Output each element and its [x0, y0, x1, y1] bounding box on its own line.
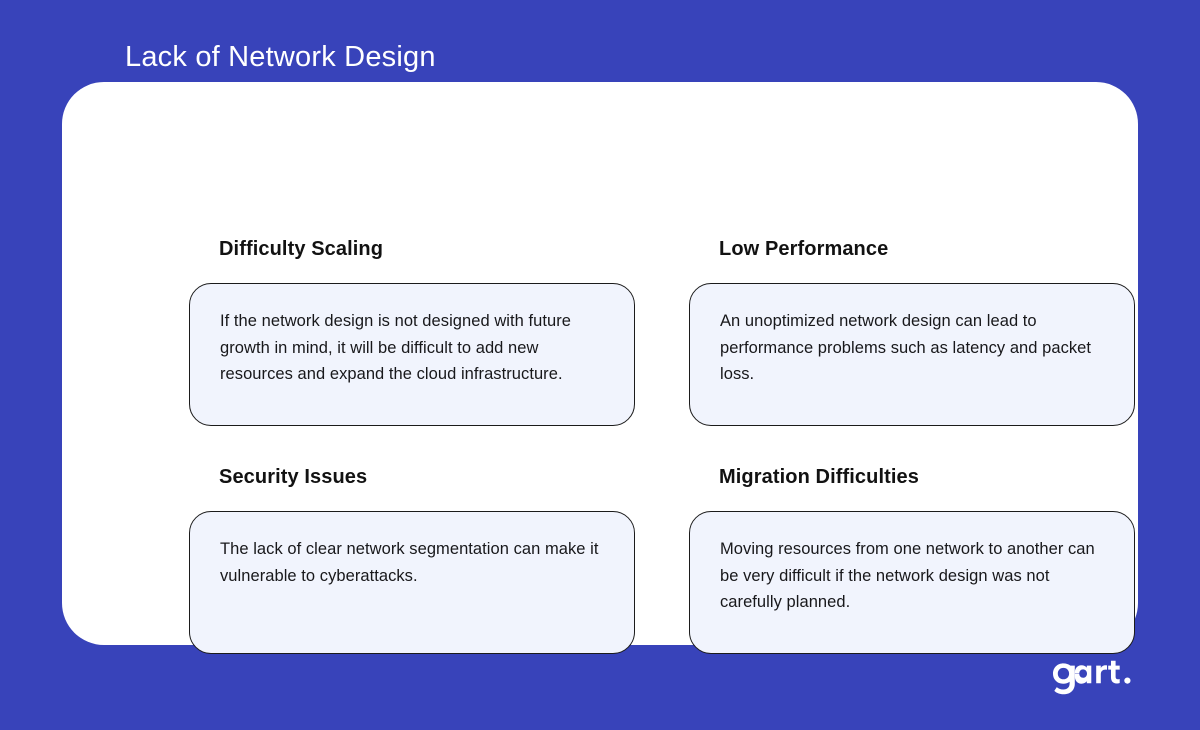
block-heading: Difficulty Scaling — [219, 238, 384, 260]
block-difficulty-scaling: Difficulty Scaling If the network design… — [189, 237, 635, 426]
block-heading: Low Performance — [719, 238, 889, 260]
block-card: Moving resources from one network to ano… — [689, 511, 1135, 654]
block-migration-difficulties: Migration Difficulties Moving resources … — [689, 465, 1135, 654]
content-panel: Difficulty Scaling If the network design… — [62, 82, 1138, 654]
blocks-grid: Difficulty Scaling If the network design… — [189, 237, 1135, 657]
block-body-text: Moving resources from one network to ano… — [720, 540, 1095, 612]
block-card: An unoptimized network design can lead t… — [689, 283, 1135, 426]
block-body-text: An unoptimized network design can lead t… — [720, 312, 1092, 384]
block-body-text: The lack of clear network segmentation c… — [220, 540, 599, 585]
block-heading: Security Issues — [219, 466, 368, 488]
block-heading: Migration Difficulties — [719, 466, 919, 488]
block-card: If the network design is not designed wi… — [189, 283, 635, 426]
block-body-text: If the network design is not designed wi… — [220, 312, 571, 384]
block-low-performance: Low Performance An unoptimized network d… — [689, 237, 1135, 426]
gart-logo — [1052, 655, 1164, 695]
page-title: Lack of Network Design — [125, 41, 436, 73]
block-security-issues: Security Issues The lack of clear networ… — [189, 465, 635, 654]
block-card: The lack of clear network segmentation c… — [189, 511, 635, 654]
gart-logo-icon — [1053, 660, 1131, 695]
